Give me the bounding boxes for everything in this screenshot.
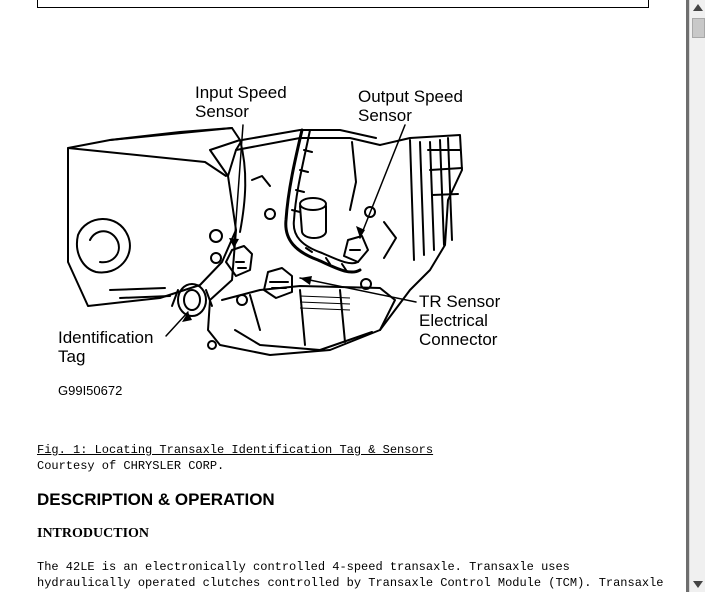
figure-credit: Courtesy of CHRYSLER CORP. xyxy=(37,459,225,473)
transaxle-illustration xyxy=(67,124,463,356)
figure-code: G99I50672 xyxy=(58,383,123,398)
label-identification-tag: Identification Tag xyxy=(58,328,154,366)
vertical-scrollbar[interactable] xyxy=(689,0,705,592)
label-tr-sensor-connector: TR Sensor Electrical Connector xyxy=(419,292,501,349)
housing-left xyxy=(67,127,241,307)
scroll-down-arrow-icon[interactable] xyxy=(693,581,703,588)
page-shadow xyxy=(686,0,689,592)
document-page: Input Speed Sensor Output Speed Sensor T… xyxy=(0,0,686,592)
section-subheading: INTRODUCTION xyxy=(37,526,150,541)
scroll-thumb[interactable] xyxy=(692,18,705,38)
body-line-2: hydraulically operated clutches controll… xyxy=(37,576,664,590)
figure-caption: Fig. 1: Locating Transaxle Identificatio… xyxy=(37,443,434,457)
transaxle-figure: Input Speed Sensor Output Speed Sensor T… xyxy=(58,83,501,398)
scroll-up-arrow-icon[interactable] xyxy=(693,4,703,11)
label-output-speed-sensor: Output Speed Sensor xyxy=(358,87,463,125)
housing-center xyxy=(207,134,463,356)
previous-page-frame xyxy=(37,0,649,8)
body-line-1: The 42LE is an electronically controlled… xyxy=(37,560,570,574)
label-input-speed-sensor: Input Speed Sensor xyxy=(195,83,287,121)
section-heading: DESCRIPTION & OPERATION xyxy=(37,490,275,509)
